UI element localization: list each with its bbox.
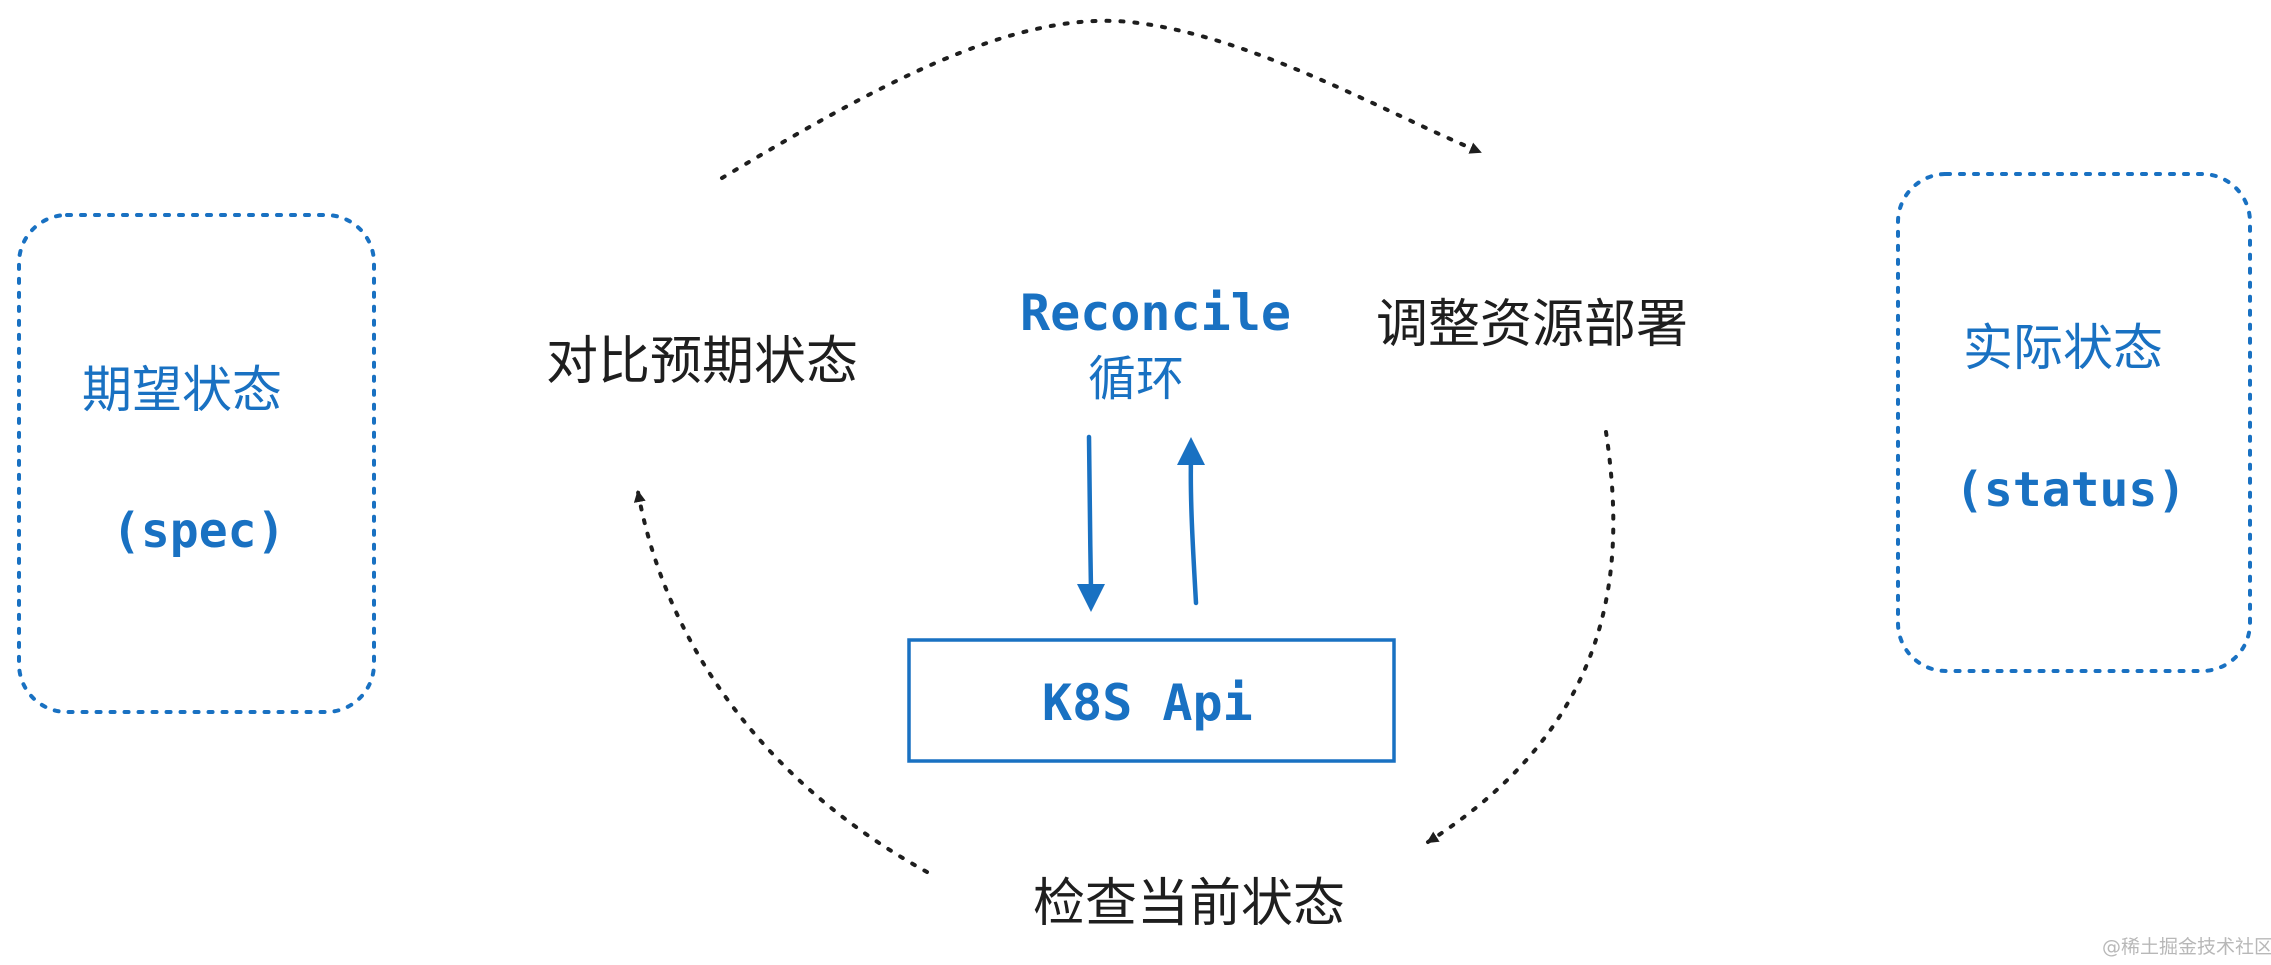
desired-state-spec: (spec): [112, 503, 286, 559]
step-compare-expected: 对比预期状态: [546, 332, 859, 392]
reconcile-title: Reconcile: [1020, 284, 1291, 342]
arrowhead-up: [1177, 437, 1205, 465]
arrow-check-to-compare: [633, 490, 929, 874]
arrow-down-to-api: [1086, 434, 1094, 593]
desired-state-box: [17, 213, 376, 714]
arrow-up-to-reconcile: [1188, 455, 1199, 606]
arrow-compare-to-adjust: [720, 18, 1482, 180]
actual-state-box: [1896, 172, 2252, 673]
arrowhead-down: [1077, 584, 1105, 612]
step-adjust-deployment: 调整资源部署: [1376, 295, 1689, 355]
actual-state-status: (status): [1955, 462, 2187, 518]
k8s-api-label: K8S Api: [1042, 674, 1253, 732]
actual-state-title: 实际状态: [1963, 319, 2163, 377]
watermark: @稀土掘金技术社区: [2102, 936, 2271, 958]
arrow-adjust-to-check: [1426, 430, 1616, 844]
desired-state-title: 期望状态: [82, 361, 282, 419]
reconcile-loop-label: 循环: [1088, 351, 1185, 407]
k8s-api-box: [907, 638, 1396, 763]
step-check-current: 检查当前状态: [1033, 874, 1346, 934]
